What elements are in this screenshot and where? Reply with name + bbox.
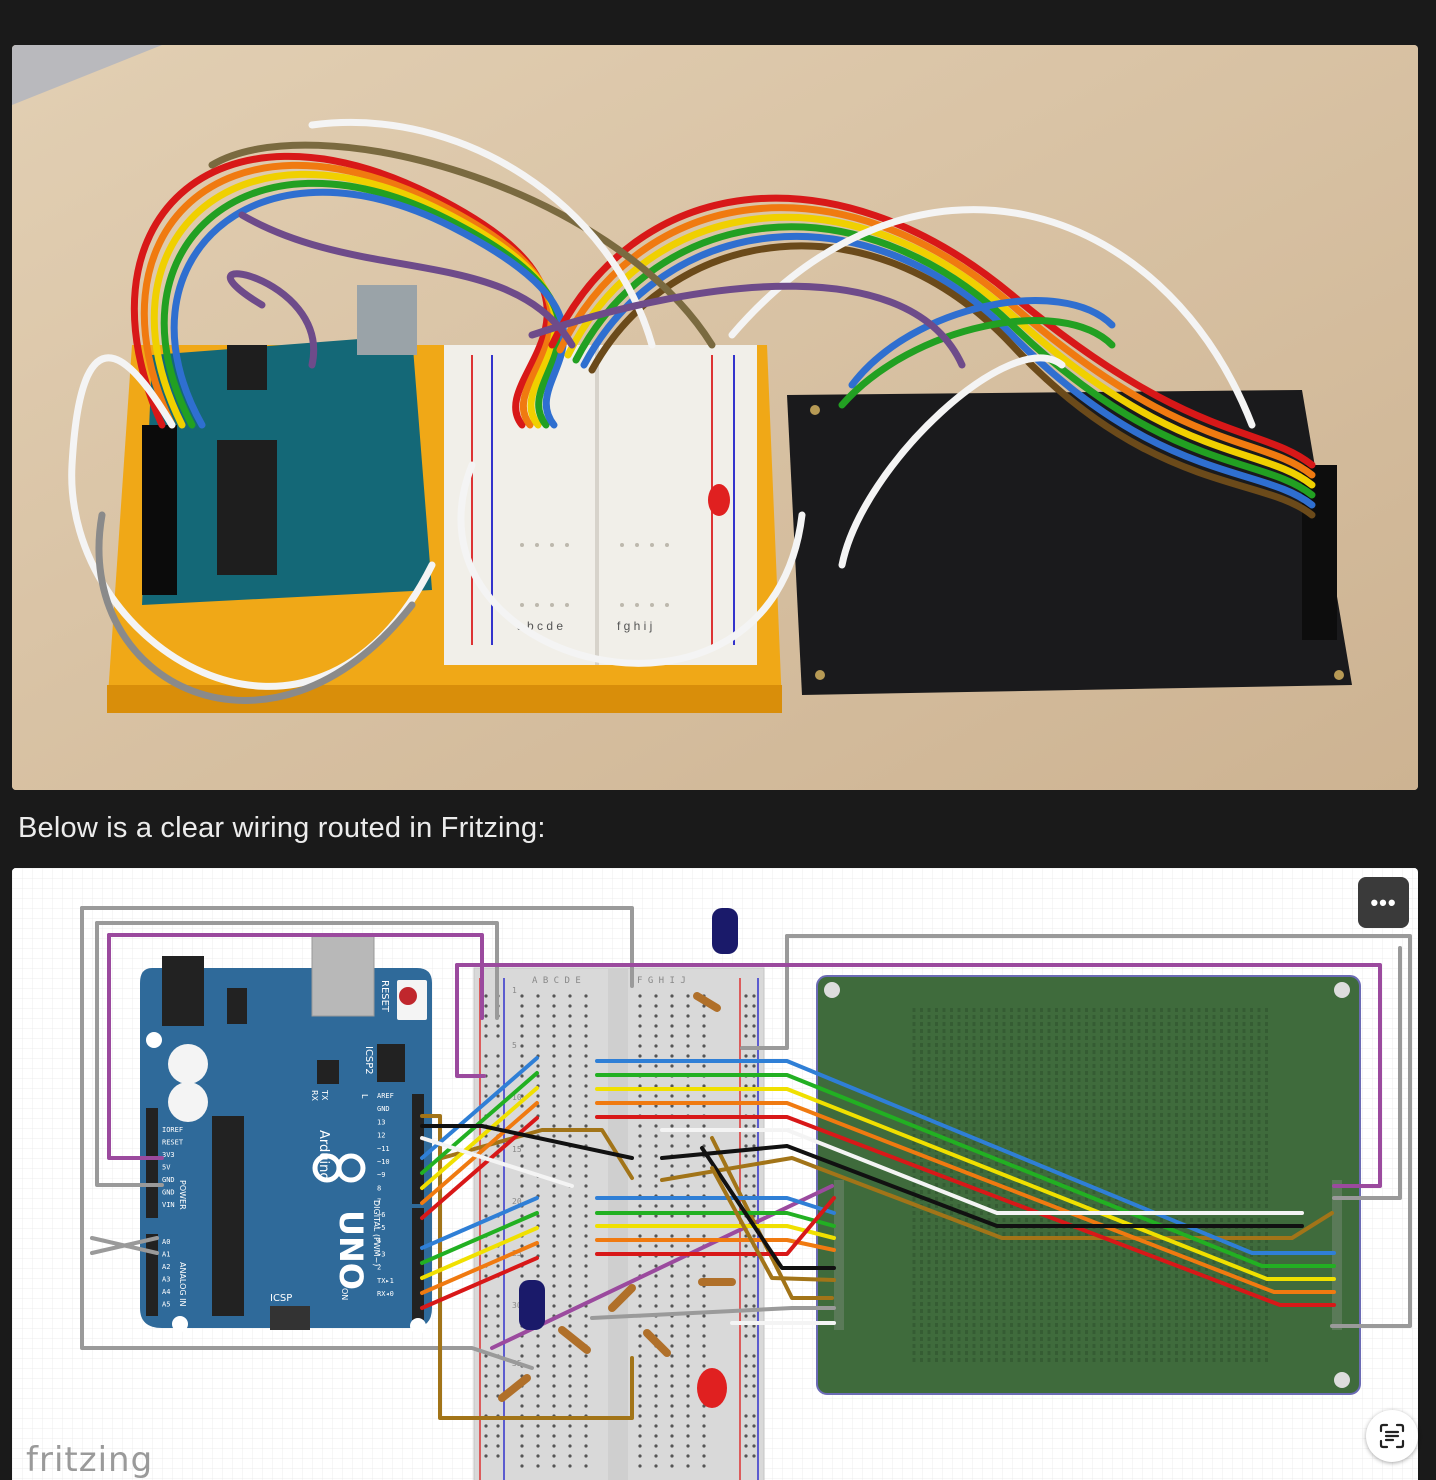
bb-row-label: 20: [512, 1197, 522, 1206]
arduino-pin-label: GND: [162, 1189, 175, 1197]
bb-cols-right: F G H I J: [637, 976, 686, 986]
arduino-pin-label: AREF: [377, 1092, 394, 1100]
photo-led: [708, 484, 730, 516]
arduino-pin-label: GND: [377, 1105, 390, 1113]
bb-row-label: 15: [512, 1145, 522, 1154]
arduino-pin-label: ~11: [377, 1145, 390, 1153]
photo-bb-right-label: f g h i j: [617, 619, 652, 633]
arduino-reset-label: RESET: [379, 980, 390, 1013]
caption-text: Below is a clear wiring routed in Fritzi…: [18, 812, 546, 844]
arduino-pin-label: A0: [162, 1238, 170, 1246]
arduino-pin-label: A3: [162, 1276, 170, 1284]
arduino-l-label: L: [360, 1094, 369, 1099]
arduino-digital-label: DIGITAL (PWM~): [372, 1200, 381, 1266]
bb-row-label: 10: [512, 1093, 522, 1102]
arduino-pin-label: IOREF: [162, 1126, 183, 1134]
breadboard-photo: a b c d e f g h i j: [12, 45, 1418, 790]
arduino-pin-label: 8: [377, 1184, 381, 1192]
arduino-pin-label: 5V: [162, 1164, 171, 1172]
arduino-pin-label: ~6: [377, 1211, 385, 1219]
arduino-pin-label: ~10: [377, 1158, 390, 1166]
arduino-pin-label: GND: [162, 1176, 175, 1184]
fz-wires: [80, 906, 1412, 1420]
more-options-icon: •••: [1370, 889, 1397, 915]
arduino-pin-label: RESET: [162, 1139, 184, 1147]
arduino-analog-label: ANALOG IN: [178, 1262, 187, 1307]
arduino-pin-label: A1: [162, 1251, 170, 1259]
fritzing-watermark: fritzing: [26, 1440, 154, 1480]
capacitor-bottom: [519, 1280, 545, 1330]
arduino-pin-label: ~5: [377, 1224, 385, 1232]
circuit-photo: a b c d e f g h i j: [12, 45, 1418, 790]
arduino-pin-label: 3V3: [162, 1151, 175, 1159]
arduino-pin-label: A5: [162, 1301, 170, 1309]
arduino-icsp2-label: ICSP2: [363, 1046, 374, 1075]
arduino-power-label: POWER: [178, 1180, 187, 1210]
photo-arduino: [142, 335, 432, 605]
bb-cols-left: A B C D E: [532, 976, 581, 986]
arduino-pin-label: RX◂0: [377, 1290, 394, 1298]
arduino-on-label: ON: [340, 1288, 349, 1300]
fz-components: [498, 908, 738, 1408]
fz-led: [697, 1368, 727, 1408]
more-options-button[interactable]: •••: [1358, 877, 1409, 928]
arduino-pin-label: VIN: [162, 1201, 175, 1209]
fz-arduino: RESET ICSP2 ICSP UNO Arduino DIGITAL (PW…: [140, 933, 432, 1334]
arduino-pin-label: 13: [377, 1118, 385, 1126]
arduino-icsp-label: ICSP: [270, 1293, 292, 1304]
arduino-pin-label: A4: [162, 1288, 170, 1296]
arduino-pin-label: TX▸1: [377, 1277, 394, 1285]
arduino-board-label: UNO: [332, 1210, 370, 1290]
arduino-pin-label: 12: [377, 1132, 385, 1140]
bb-row-label: 5: [512, 1041, 517, 1050]
arduino-rx-label: RX: [310, 1090, 319, 1102]
arduino-tx-label: TX: [320, 1089, 329, 1101]
arduino-pin-label: ~9: [377, 1171, 385, 1179]
scan-text-icon: [1379, 1423, 1405, 1449]
bb-row-label: 30: [512, 1301, 522, 1310]
arduino-pin-label: ~3: [377, 1250, 385, 1258]
bb-row-label: 1: [512, 986, 517, 995]
photo-pcb: [787, 390, 1352, 695]
arduino-power-pins: IOREF RESET 3V3 5V GND GND VIN: [162, 1126, 184, 1209]
arduino-digital-pins: AREF GND 13 12 ~11 ~10 ~9 8 7 ~6 ~5 4 ~3 2TX▸1RX◂0: [377, 1092, 394, 1298]
capacitor-top: [712, 908, 738, 954]
scan-text-button[interactable]: [1366, 1410, 1418, 1462]
arduino-pin-label: 4: [377, 1237, 381, 1245]
arduino-pin-label: A2: [162, 1263, 170, 1271]
arduino-logo-icon: [312, 1153, 366, 1183]
arduino-pin-label: 2: [377, 1264, 381, 1272]
arduino-pin-label: 7: [377, 1198, 381, 1206]
